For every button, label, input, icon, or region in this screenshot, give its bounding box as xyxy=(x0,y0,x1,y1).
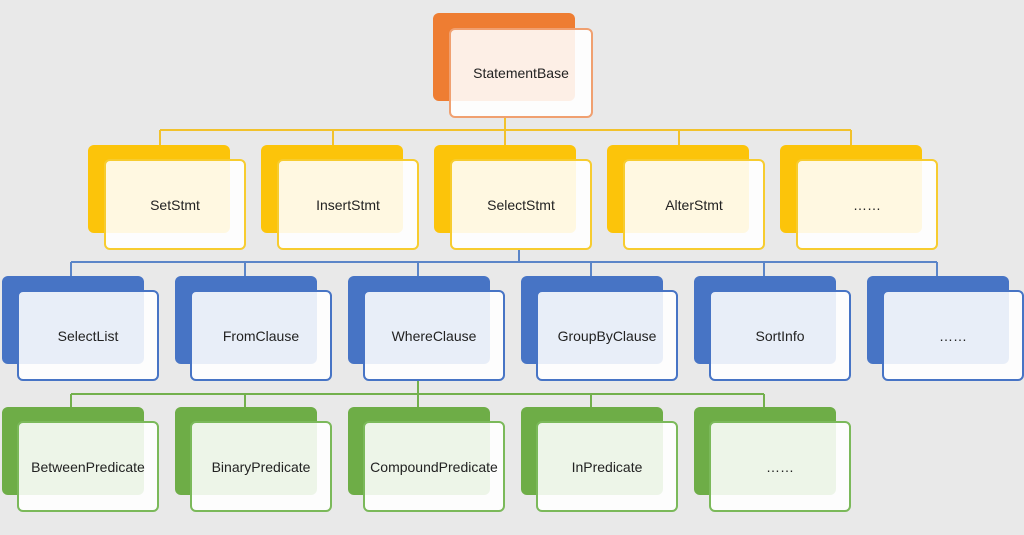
node-label: SetStmt xyxy=(104,159,246,250)
node-label: BetweenPredicate xyxy=(17,421,159,512)
node-label: AlterStmt xyxy=(623,159,765,250)
node-label: GroupByClause xyxy=(536,290,678,381)
node-label: …… xyxy=(882,290,1024,381)
node-label: SelectStmt xyxy=(450,159,592,250)
node-label: FromClause xyxy=(190,290,332,381)
node-label: SelectList xyxy=(17,290,159,381)
node-label: InsertStmt xyxy=(277,159,419,250)
node-label: SortInfo xyxy=(709,290,851,381)
node-label: …… xyxy=(796,159,938,250)
node-label: CompoundPredicate xyxy=(363,421,505,512)
node-label: WhereClause xyxy=(363,290,505,381)
node-label: BinaryPredicate xyxy=(190,421,332,512)
node-label: InPredicate xyxy=(536,421,678,512)
node-label: StatementBase xyxy=(449,28,593,118)
node-label: …… xyxy=(709,421,851,512)
